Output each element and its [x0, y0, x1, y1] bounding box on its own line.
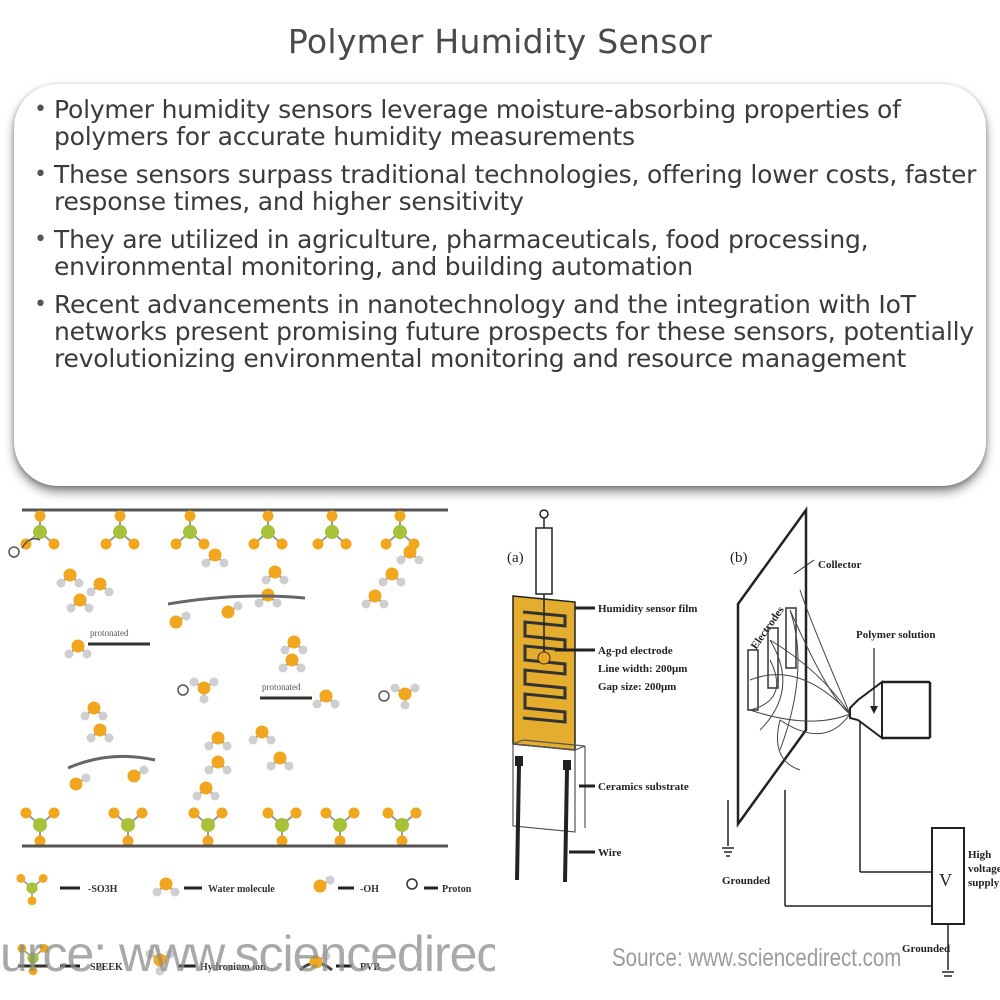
spinneret-nozzle: [849, 680, 883, 740]
label-hv-3: supply: [968, 877, 1000, 889]
polymer-chain-upper: [167, 594, 306, 606]
bottom-so3h-row: [19, 806, 423, 848]
electrospinning-diagram: (b) Collector Electrodes Polymer solutio…: [722, 506, 1000, 977]
protonated-label-2: protonated: [262, 682, 301, 692]
bullet-dot-icon: •: [34, 97, 47, 122]
legend-row-2: SPEEK Hydronium ion PVB: [16, 943, 380, 977]
label-grounded-1: Grounded: [722, 875, 770, 887]
label-hv-1: High: [968, 849, 991, 861]
panel-label-b: (b): [730, 550, 748, 566]
high-voltage-supply-box: [931, 827, 965, 925]
top-so3h-row: [19, 509, 421, 551]
electrospinning-figure: (b) Collector Electrodes Polymer solutio…: [710, 500, 1000, 990]
sensor-structure-figure: (a) Humidity sensor film Ag-pd electrode…: [495, 500, 705, 900]
label-humidity-film: Humidity sensor film: [598, 603, 697, 615]
bullet-item: • These sensors surpass traditional techn…: [34, 161, 984, 215]
sensor-structure-diagram: (a) Humidity sensor film Ag-pd electrode…: [507, 509, 697, 883]
proton-conduction-diagram: protonated protonated: [8, 508, 472, 977]
voltage-symbol: V: [939, 870, 952, 890]
polymer-fibers: [748, 589, 851, 771]
page-title: Polymer Humidity Sensor: [287, 22, 713, 61]
legend-hydronium-label: Hydronium ion: [200, 962, 266, 973]
protonated-label-1: protonated: [90, 628, 129, 638]
label-collector: Collector: [818, 559, 861, 571]
summary-card: [14, 84, 986, 486]
label-polymer-solution: Polymer solution: [856, 629, 936, 641]
legend-water-label: Water molecule: [208, 884, 275, 895]
bullet-list: • Polymer humidity sensors leverage moist…: [34, 96, 984, 383]
probe-tube: [535, 527, 553, 595]
panel-label-a: (a): [507, 550, 524, 566]
bullet-item: • Polymer humidity sensors leverage moist…: [34, 96, 984, 150]
label-line-width: Line width: 200μm: [598, 663, 687, 675]
bullet-text: Polymer humidity sensors leverage moistu…: [54, 95, 901, 151]
source-watermark-left: urce: www.sciencedirect.co: [0, 926, 495, 982]
proton-path-arrow: [21, 537, 41, 549]
label-gap-size: Gap size: 200μm: [598, 681, 676, 693]
legend-row-1: -SO3H Water molecule -OH Proton: [15, 873, 472, 907]
proton-icon: [406, 878, 418, 890]
proton-icon: [378, 690, 390, 702]
label-electrode: Ag-pd electrode: [598, 645, 673, 657]
bullet-dot-icon: •: [34, 227, 47, 252]
label-substrate: Ceramics substrate: [598, 781, 689, 793]
source-watermark-right: Source: www.sciencedirect.com: [612, 944, 902, 972]
bullet-dot-icon: •: [34, 292, 47, 317]
wire-left: [515, 765, 521, 881]
proton-icon: [177, 684, 189, 696]
ag-pd-electrode: [522, 610, 567, 724]
legend-proton-label: Proton: [442, 884, 472, 895]
legend-speek-label: SPEEK: [90, 962, 123, 973]
electrode-pattern: [767, 627, 779, 689]
legend-so3h-label: -SO3H: [88, 884, 118, 895]
bullet-dot-icon: •: [34, 162, 47, 187]
bullet-item: • Recent advancements in nanotechnology a…: [34, 291, 984, 372]
electrode-pattern: [785, 607, 797, 669]
polymer-chain-lower: [67, 754, 156, 770]
collector-plate: [736, 506, 808, 828]
bullet-text: These sensors surpass traditional techno…: [54, 160, 977, 216]
label-grounded-2: Grounded: [902, 943, 950, 955]
legend-oh-label: -OH: [360, 884, 379, 895]
proton-conduction-figure: protonated protonated: [0, 500, 490, 1000]
label-hv-2: voltage: [968, 863, 1000, 875]
electrode-pattern: [747, 649, 759, 711]
wire-right: [563, 769, 569, 883]
bullet-text: Recent advancements in nanotechnology an…: [54, 290, 974, 373]
legend-pvb-label: PVB: [360, 962, 380, 973]
bullet-text: They are utilized in agriculture, pharma…: [54, 225, 869, 281]
label-wire: Wire: [598, 847, 622, 859]
bullet-item: • They are utilized in agriculture, pharm…: [34, 226, 984, 280]
proton-icon: [8, 546, 20, 558]
